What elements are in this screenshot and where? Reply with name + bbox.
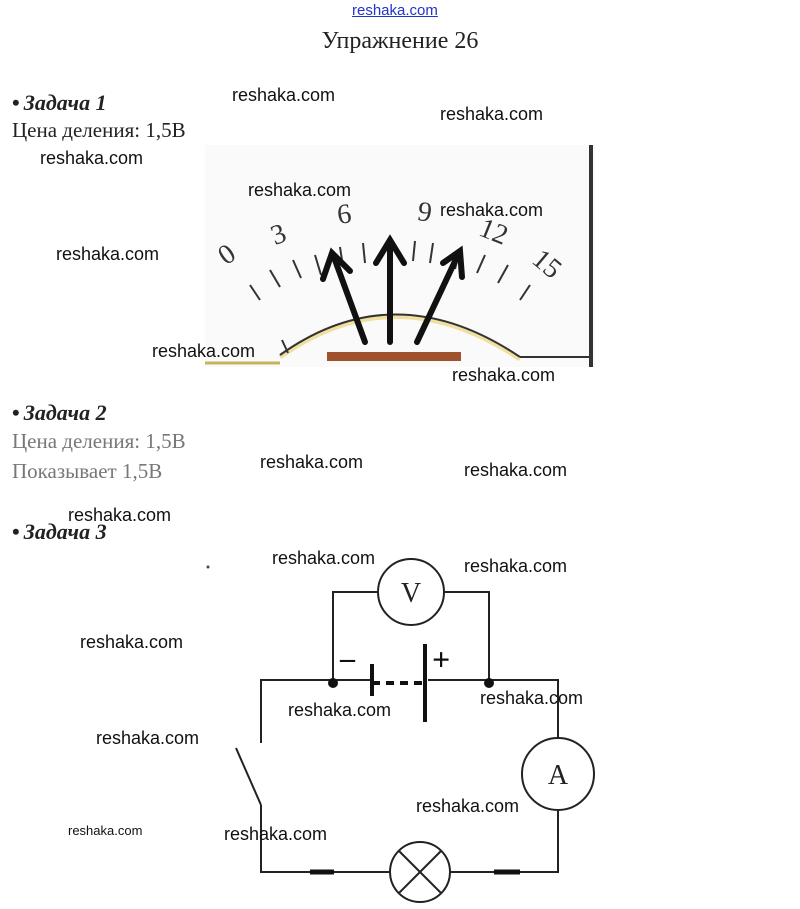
- voltmeter-circle: [377, 558, 445, 626]
- watermark: reshaka.com: [68, 505, 172, 525]
- arrow-right-shaft: [414, 254, 460, 345]
- watermark: reshaka.com: [96, 728, 200, 748]
- watermark: reshaka.com: [260, 452, 364, 472]
- battery-minus-sign: –: [339, 642, 356, 675]
- tick: [362, 242, 366, 264]
- bullet: •: [12, 519, 20, 544]
- voltmeter-scale-figure: 0 3 6 9 12 15: [205, 145, 595, 367]
- site-link[interactable]: reshaka.com: [352, 2, 438, 19]
- task-3-heading: •Задача 3: [12, 519, 107, 545]
- meter-arc: [279, 313, 521, 358]
- watermark: reshaka.com: [248, 180, 352, 200]
- task-3-heading-text: Задача 3: [23, 519, 107, 544]
- tick: [314, 254, 322, 276]
- watermark: reshaka.com: [40, 148, 144, 168]
- battery: [370, 644, 427, 722]
- watermark: reshaka.com: [272, 548, 376, 568]
- wire-right-bottom: [450, 803, 559, 873]
- tick: [519, 284, 531, 301]
- arrow-left-shaft: [332, 257, 368, 345]
- arrow-left-head: [320, 247, 353, 282]
- watermark: reshaka.com: [152, 341, 256, 361]
- task-2-heading: •Задача 2: [12, 400, 107, 426]
- tick: [429, 242, 434, 264]
- lamp-cross-2: [398, 850, 442, 894]
- tick: [497, 264, 509, 284]
- ammeter-label: A: [548, 760, 569, 791]
- tick: [281, 339, 289, 354]
- meter-bar: [327, 352, 461, 361]
- tick: [476, 254, 486, 274]
- junction-left: [328, 678, 338, 688]
- watermark: reshaka.com: [440, 200, 544, 220]
- watermark: reshaka.com: [56, 244, 160, 264]
- arrow-right-head: [440, 245, 465, 280]
- wire-voltmeter-left: [332, 591, 378, 683]
- bullet: •: [12, 400, 20, 425]
- watermark: reshaka.com: [464, 556, 568, 576]
- scale-label-9: 9: [416, 196, 434, 229]
- tick: [269, 269, 281, 288]
- meter-arc-glow: [278, 314, 522, 362]
- task-2-line-1: Цена деления: 1,5В: [12, 429, 186, 453]
- tick: [292, 259, 302, 279]
- watermark: reshaka.com: [224, 824, 328, 844]
- scale-label-6: 6: [335, 198, 353, 231]
- task-1-heading-text: Задача 1: [23, 90, 107, 115]
- watermark: reshaka.com: [68, 823, 143, 838]
- task-2-line-2: Показывает 1,5В: [12, 459, 163, 483]
- watermark: reshaka.com: [232, 85, 336, 105]
- tick: [412, 240, 416, 262]
- voltmeter-label: V: [401, 578, 421, 609]
- task-1-heading: •Задача 1: [12, 90, 107, 116]
- switch-blade: [235, 747, 262, 806]
- watermark: reshaka.com: [480, 688, 584, 708]
- watermark: reshaka.com: [464, 460, 568, 480]
- wire-bottom-left: [260, 805, 390, 873]
- task-1-line-1: Цена деления: 1,5В: [12, 118, 186, 142]
- watermark: reshaka.com: [440, 104, 544, 124]
- watermark: reshaka.com: [288, 700, 392, 720]
- watermark: reshaka.com: [80, 632, 184, 652]
- speck: [206, 565, 210, 569]
- wire-voltmeter-right: [444, 591, 490, 683]
- wire-top-right: [428, 679, 559, 745]
- watermark: reshaka.com: [416, 796, 520, 816]
- circuit-diagram: – + V A: [206, 558, 595, 903]
- junction-right: [484, 678, 494, 688]
- bullet: •: [12, 90, 20, 115]
- page-title: Упражнение 26: [321, 28, 479, 54]
- arrows: [320, 234, 465, 345]
- tick: [249, 284, 261, 301]
- battery-plus-sign: +: [432, 641, 450, 677]
- ammeter-circle: [521, 737, 595, 811]
- watermark: reshaka.com: [452, 365, 556, 385]
- task-2-heading-text: Задача 2: [23, 400, 107, 425]
- arrow-middle-head: [373, 234, 407, 266]
